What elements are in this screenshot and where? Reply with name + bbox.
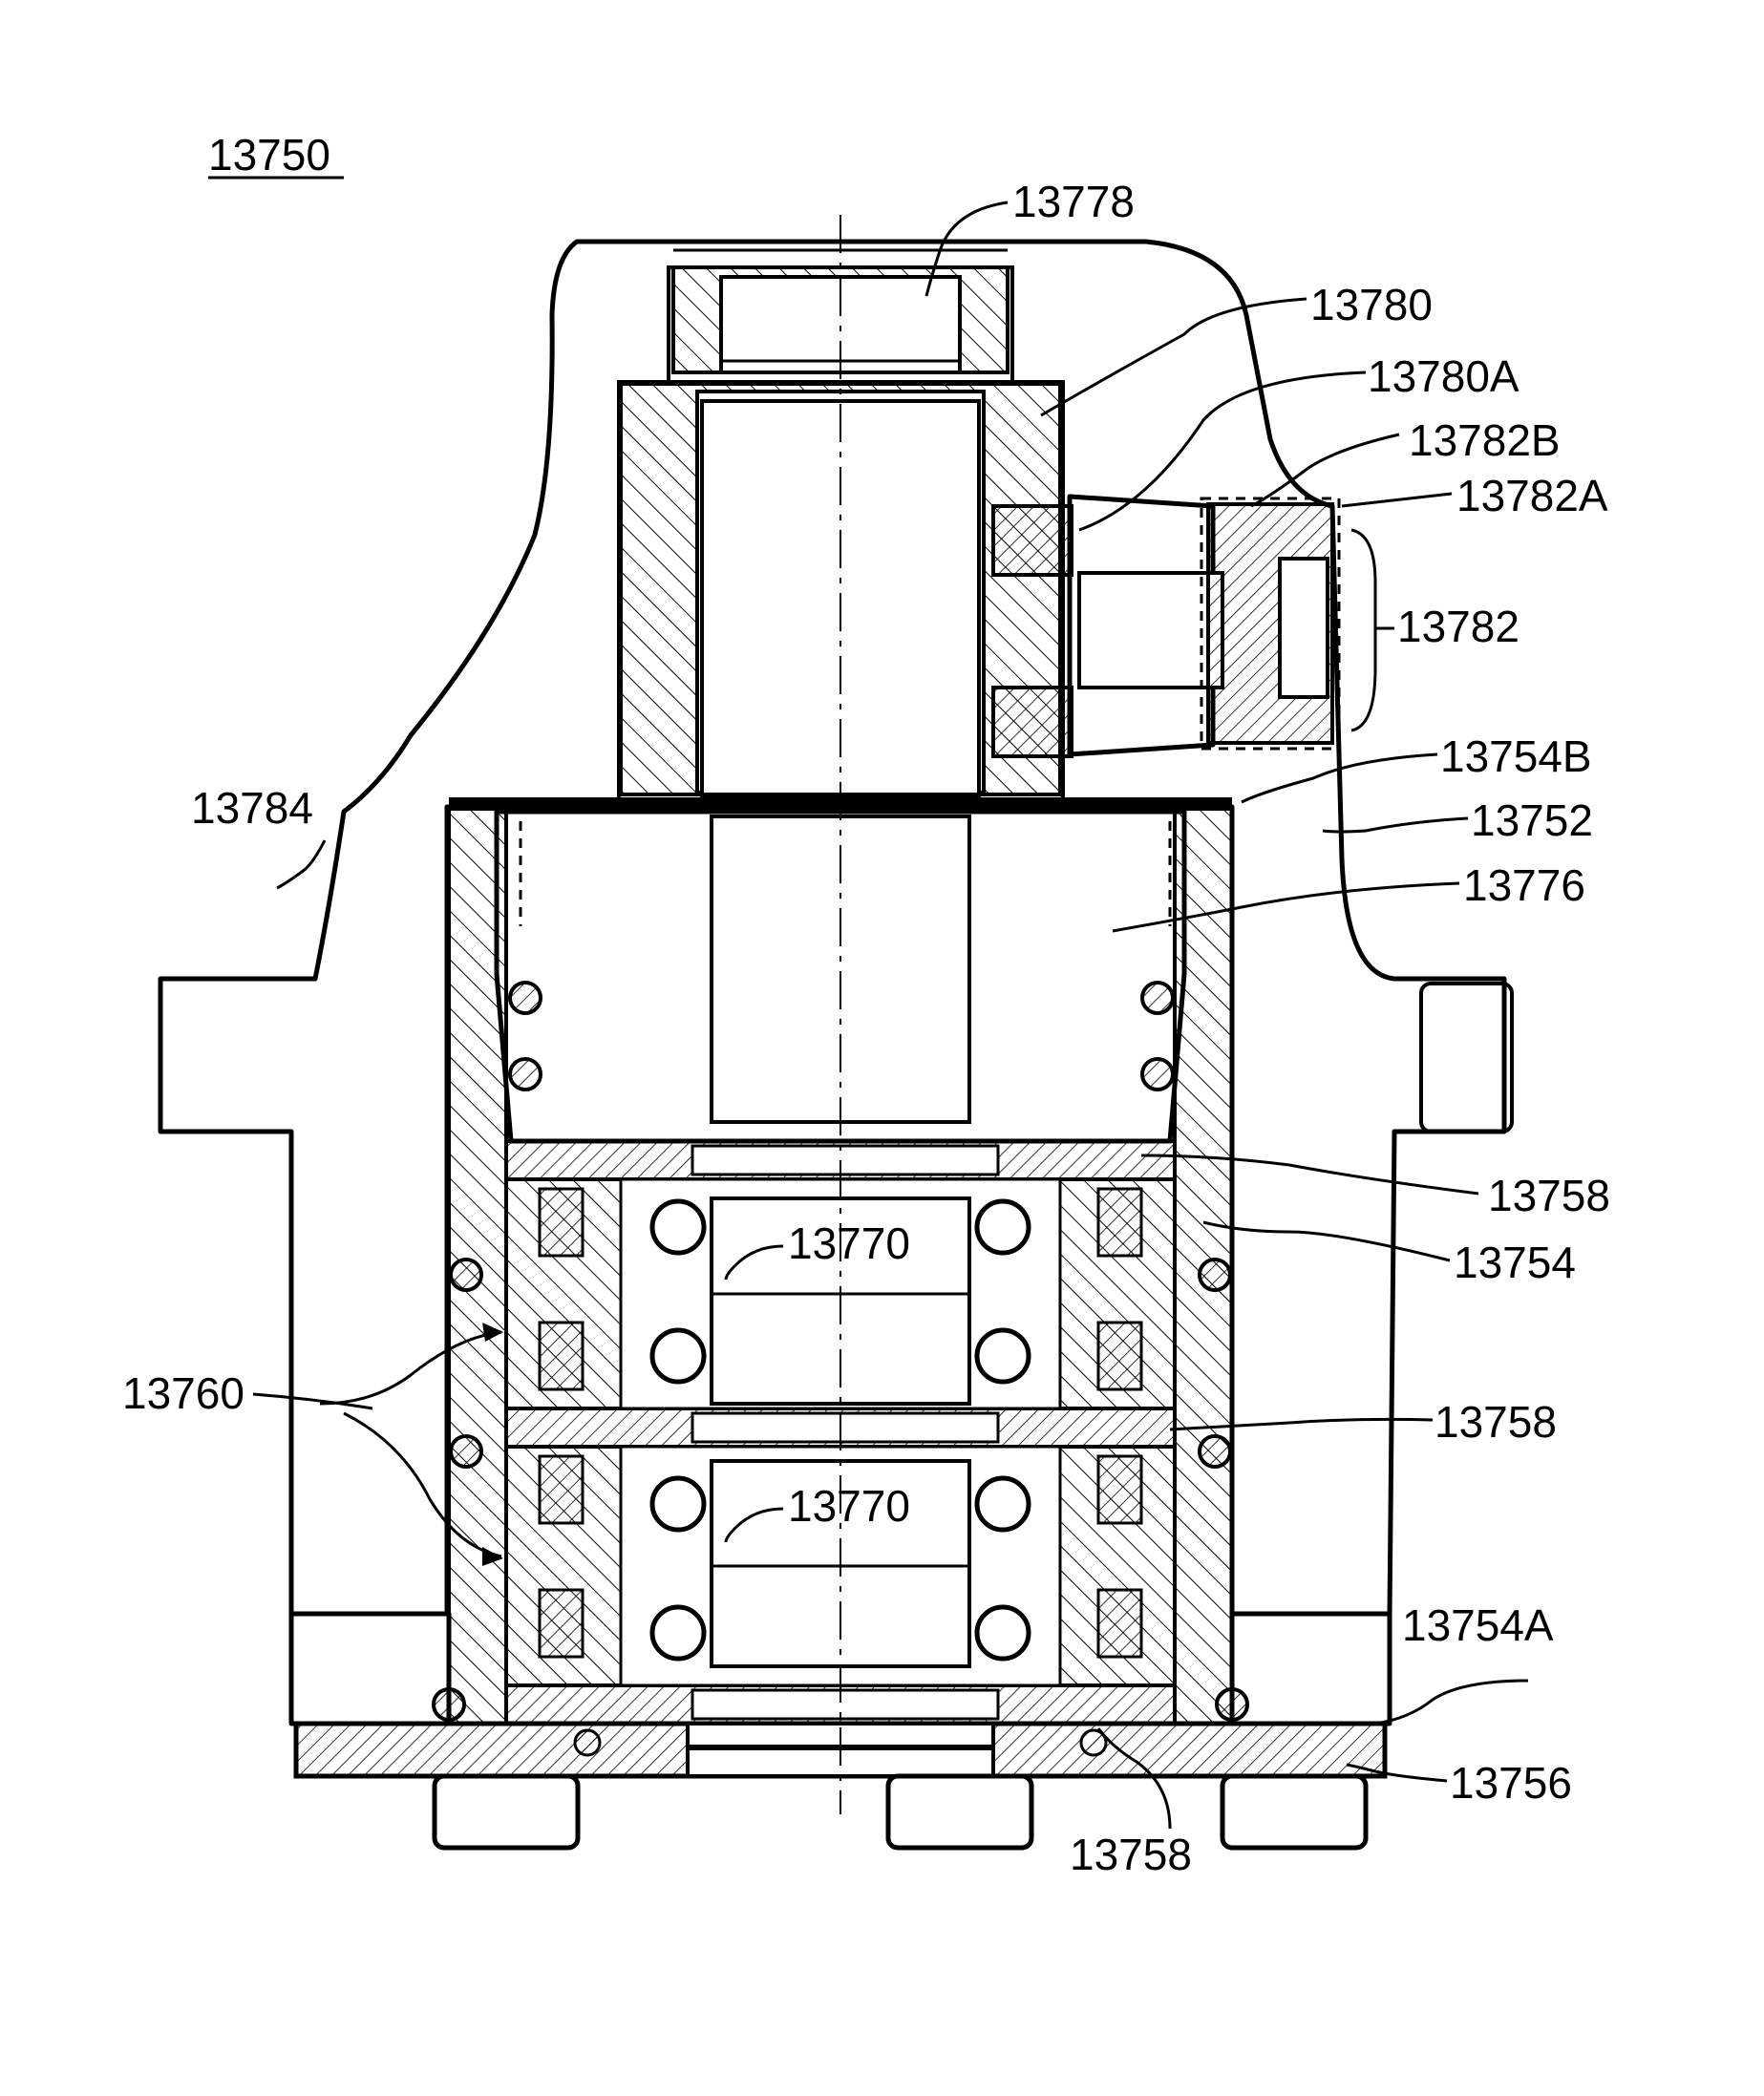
label-13758-top: 13758 — [1488, 1171, 1610, 1220]
label-13754B: 13754B — [1440, 731, 1592, 781]
label-13758-middle: 13758 — [1435, 1397, 1557, 1447]
label-13782A: 13782A — [1456, 471, 1608, 520]
label-13760: 13760 — [122, 1368, 244, 1418]
label-13758-bottom: 13758 — [1070, 1830, 1192, 1879]
label-13782: 13782 — [1397, 602, 1520, 651]
label-13752: 13752 — [1471, 795, 1593, 845]
label-13778: 13778 — [1012, 177, 1135, 226]
label-13780: 13780 — [1310, 280, 1433, 329]
label-13770-bottom: 13770 — [788, 1481, 910, 1531]
figure-reference: 13750 — [208, 130, 330, 180]
label-13782B: 13782B — [1409, 415, 1561, 465]
label-13754: 13754 — [1454, 1238, 1576, 1287]
label-13756: 13756 — [1450, 1758, 1572, 1808]
label-13776: 13776 — [1463, 860, 1585, 910]
label-13780A: 13780A — [1368, 351, 1520, 401]
label-13754A: 13754A — [1402, 1600, 1554, 1650]
label-13784: 13784 — [191, 783, 313, 833]
label-13770-top: 13770 — [788, 1218, 910, 1268]
